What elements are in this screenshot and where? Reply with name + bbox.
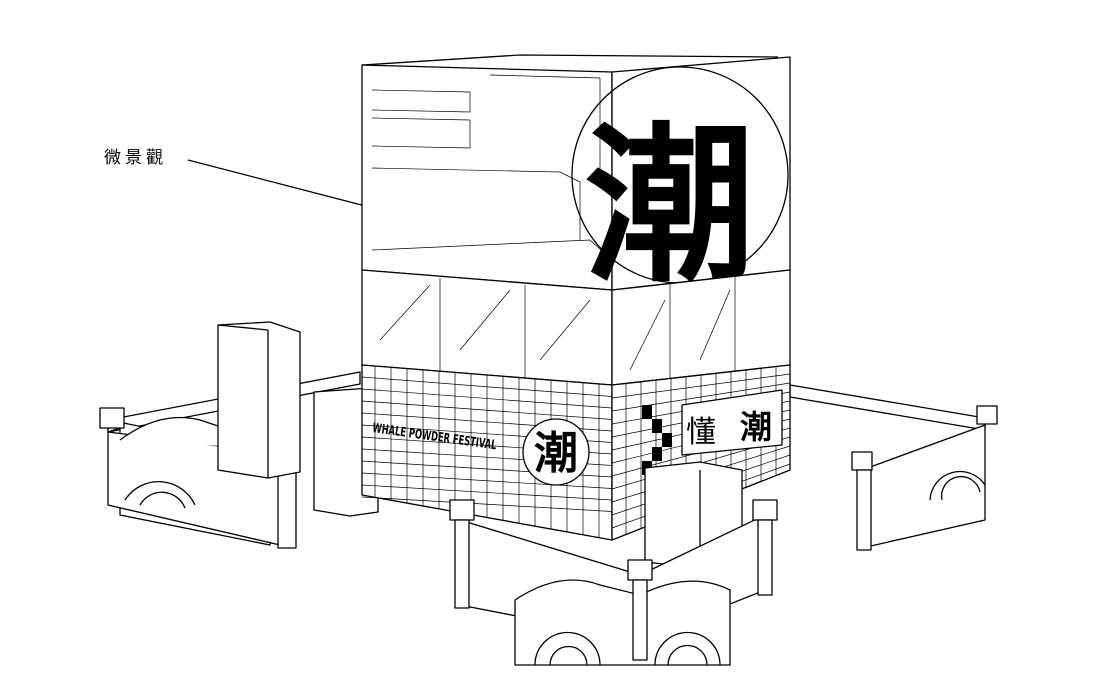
front-fence <box>449 499 778 666</box>
round-logo-ring <box>522 418 590 486</box>
glass-band <box>361 269 791 386</box>
left-pillar <box>217 321 301 479</box>
round-logo: 潮 <box>534 428 578 479</box>
annotation-label: 微景觀 <box>104 148 167 168</box>
panel-left-char: 懂 <box>686 415 716 450</box>
top-box: 潮 <box>361 54 791 306</box>
right-fence <box>789 384 998 551</box>
panel-right-char: 潮 <box>740 408 772 446</box>
big-character-logo: 潮 <box>585 106 755 306</box>
